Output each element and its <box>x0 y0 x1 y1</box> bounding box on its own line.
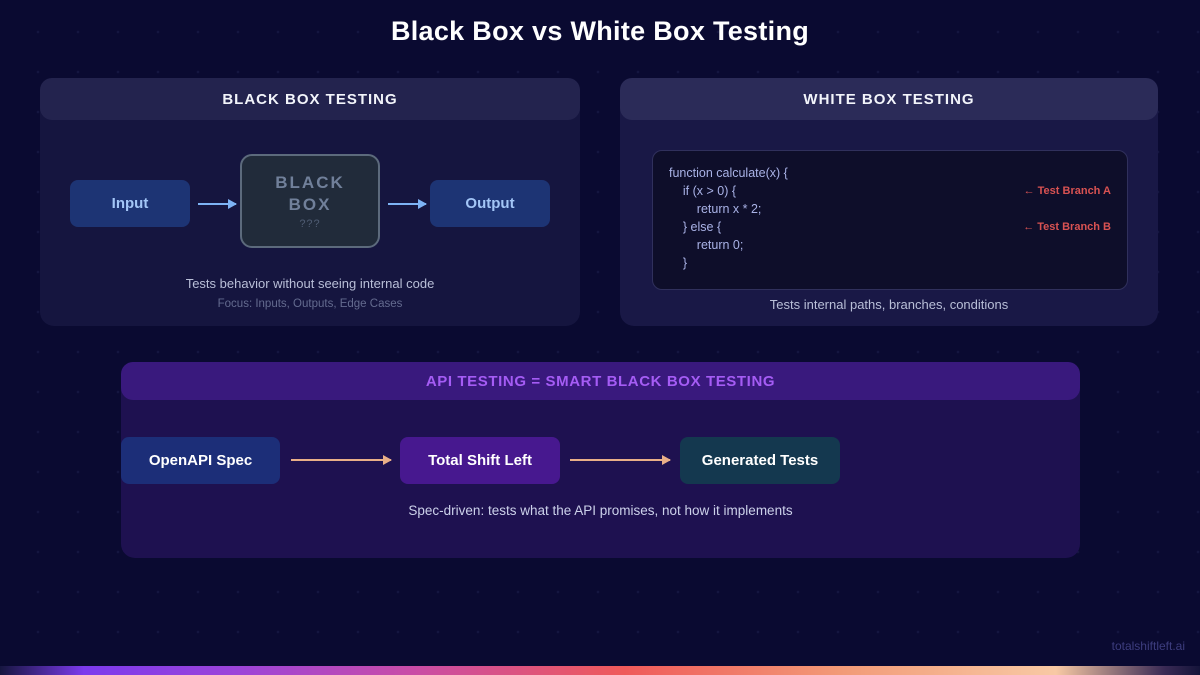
code-line: return 0; <box>669 238 744 252</box>
api-testing-panel: API TESTING = SMART BLACK BOX TESTING Op… <box>121 362 1080 558</box>
arrow-right-icon <box>388 199 427 209</box>
test-branch-a-annotation: ← Test Branch A <box>1023 185 1111 197</box>
code-line: if (x > 0) { <box>669 184 737 198</box>
black-box-mystery-text: ??? <box>299 218 321 230</box>
total-shift-left-node: Total Shift Left <box>400 437 560 484</box>
code-snippet: function calculate(x) { if (x > 0) { ret… <box>652 150 1128 290</box>
input-node: Input <box>70 180 190 227</box>
code-line: return x * 2; <box>669 202 762 216</box>
code-line: } else { <box>669 220 722 234</box>
black-box-caption: Tests behavior without seeing internal c… <box>185 276 435 291</box>
black-box-node: BLACK BOX ??? <box>240 154 380 248</box>
openapi-spec-node: OpenAPI Spec <box>121 437 280 484</box>
black-box-label-line1: BLACK <box>275 173 345 192</box>
white-box-caption: Tests internal paths, branches, conditio… <box>769 297 1009 312</box>
black-box-subcaption: Focus: Inputs, Outputs, Edge Cases <box>217 298 403 310</box>
output-node: Output <box>430 180 550 227</box>
arrow-right-icon <box>198 199 237 209</box>
code-line: } <box>669 256 688 270</box>
test-branch-b-annotation: ← Test Branch B <box>1023 221 1111 233</box>
generated-tests-node: Generated Tests <box>680 437 840 484</box>
api-panel-header: API TESTING = SMART BLACK BOX TESTING <box>121 362 1080 400</box>
white-box-panel-header: WHITE BOX TESTING <box>620 78 1158 120</box>
white-box-testing-panel: WHITE BOX TESTING function calculate(x) … <box>620 78 1158 326</box>
arrow-right-icon <box>570 455 671 465</box>
black-box-label-line2: BOX <box>288 195 332 214</box>
code-line: function calculate(x) { <box>669 166 788 180</box>
black-box-testing-panel: BLACK BOX TESTING Input BLACK BOX ??? Ou… <box>40 78 580 326</box>
bottom-gradient-bar <box>0 666 1200 675</box>
brand-watermark: totalshiftleft.ai <box>1111 639 1185 653</box>
api-caption: Spec-driven: tests what the API promises… <box>408 503 793 518</box>
arrow-right-icon <box>291 455 392 465</box>
black-box-panel-header: BLACK BOX TESTING <box>40 78 580 120</box>
page-title: Black Box vs White Box Testing <box>390 16 810 46</box>
